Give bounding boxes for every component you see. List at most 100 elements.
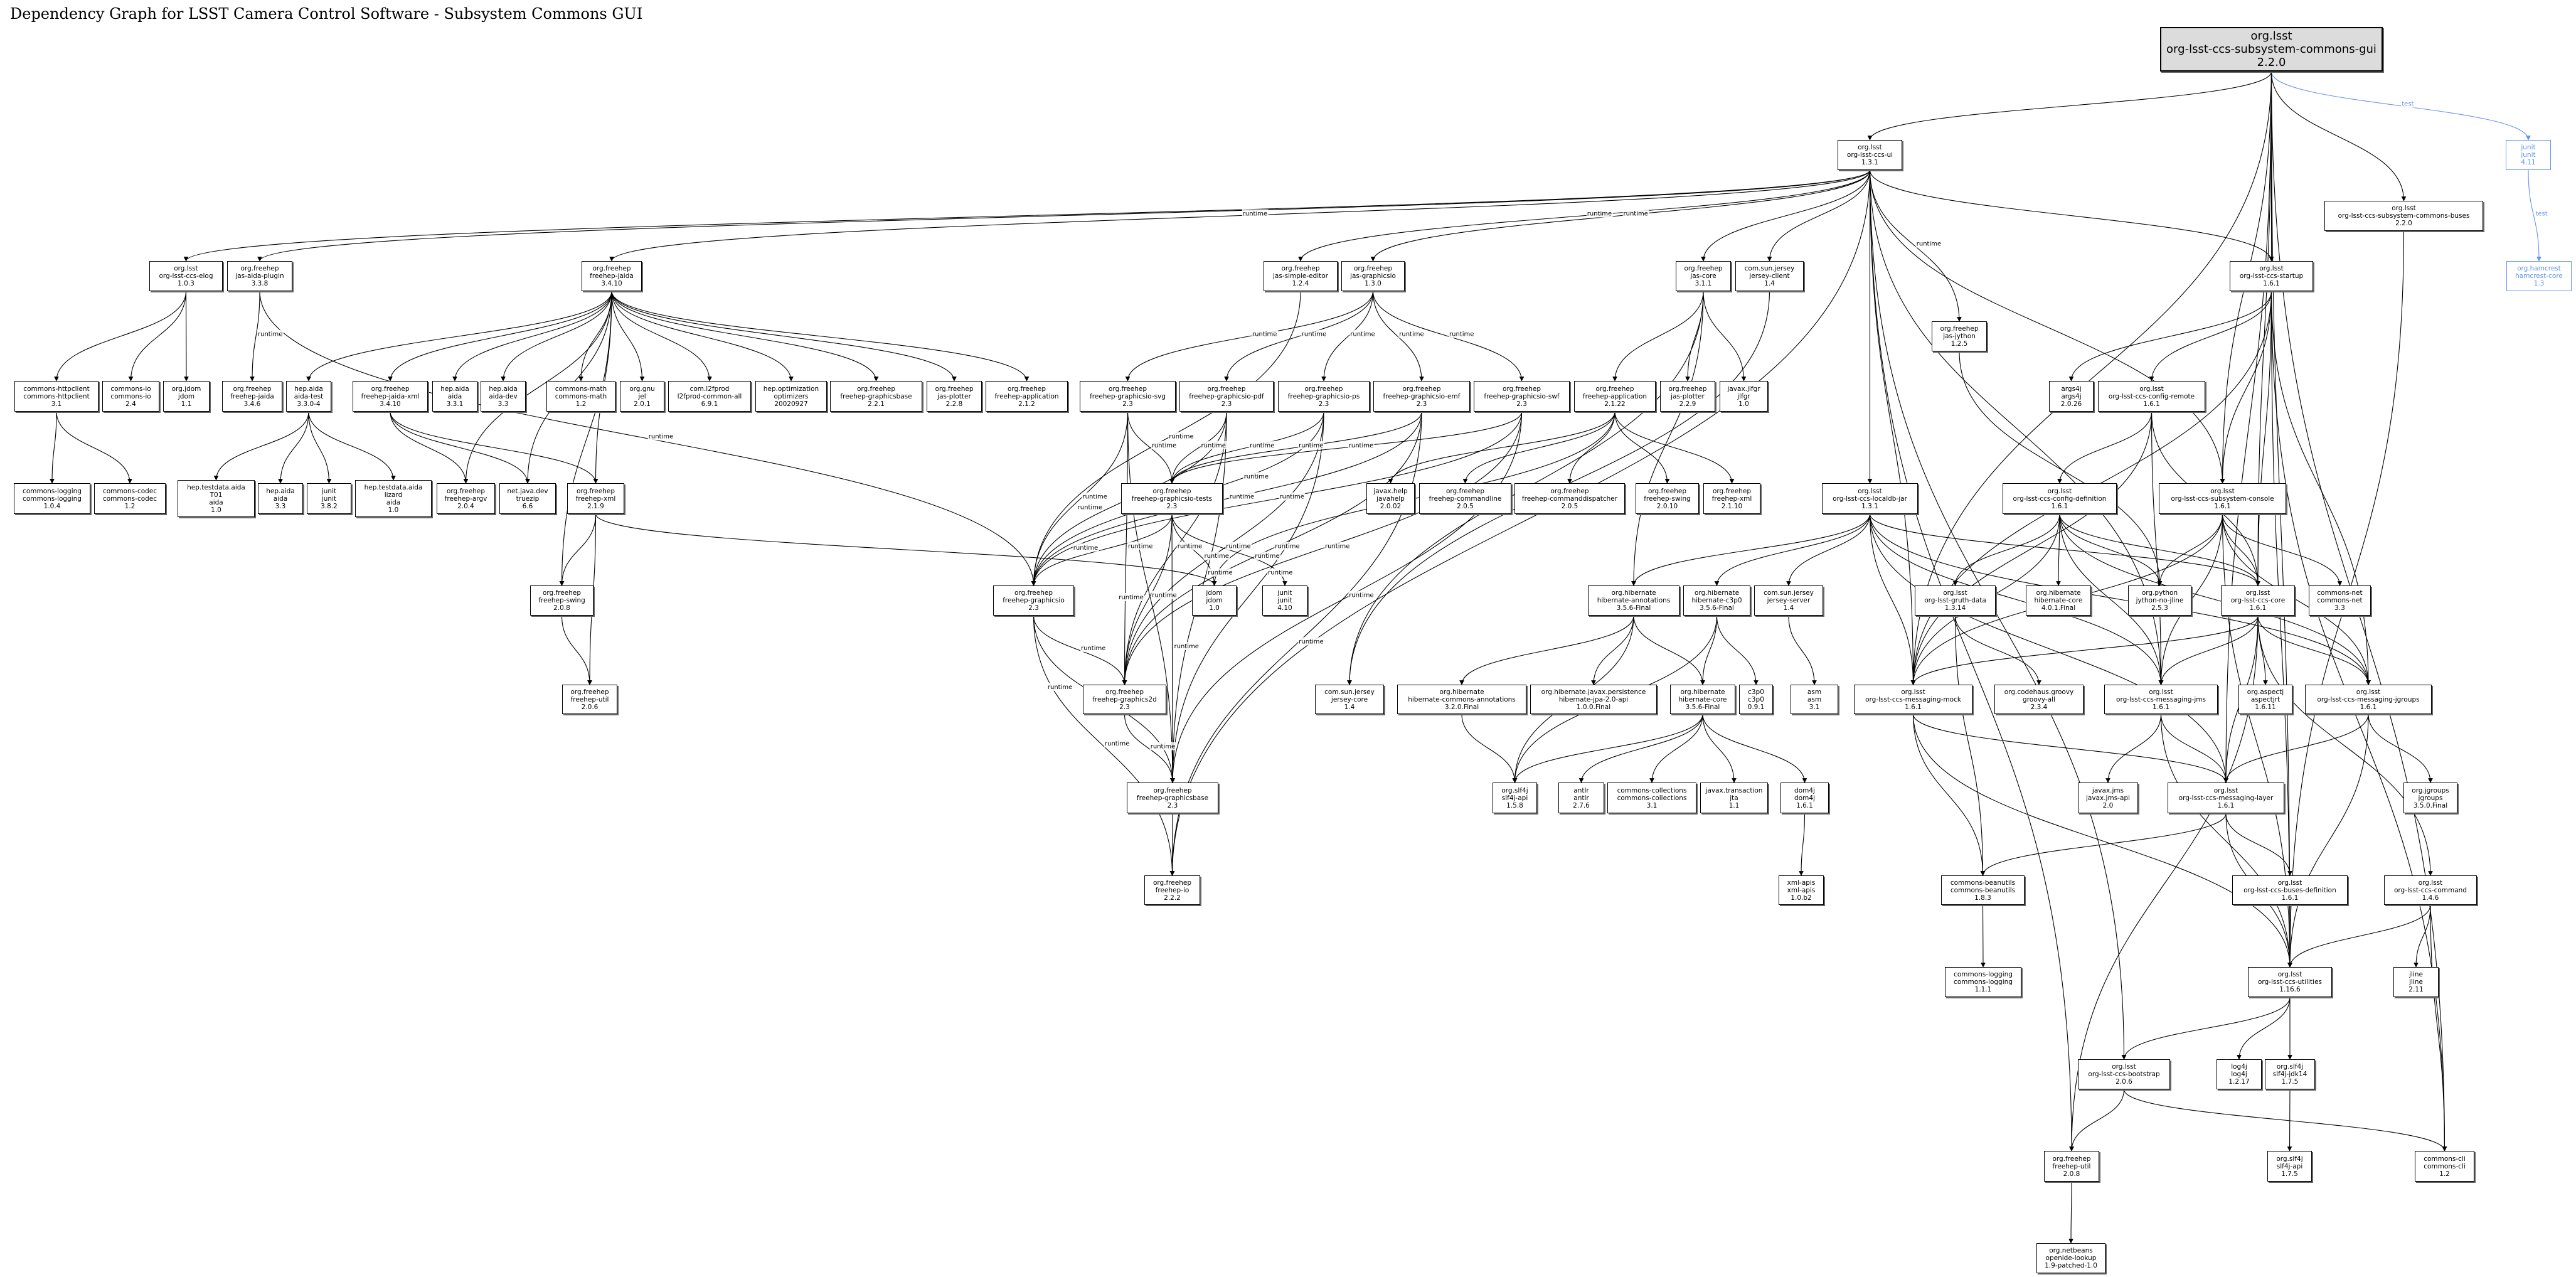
node-console[interactable]: org.lsstorg-lsst-ccs-subsystem-console1.… — [2159, 483, 2286, 514]
node-aida331[interactable]: hep.aidaaida3.3.1 — [432, 381, 477, 412]
node-command[interactable]: org.lsstorg-lsst-ccs-command1.4.6 — [2384, 875, 2477, 905]
node-javahelp[interactable]: javax.helpjavahelp2.0.02 — [1366, 483, 1415, 514]
node-xml2110[interactable]: org.freehepfreehep-xml2.1.10 — [1703, 483, 1760, 514]
node-optim[interactable]: hep.optimizationoptimizers20020927 — [755, 381, 827, 412]
node-jel[interactable]: org.gnujel2.0.1 — [620, 381, 664, 412]
node-cmdline[interactable]: org.freehepfreehep-commandline2.0.5 — [1419, 483, 1511, 514]
node-aspectj[interactable]: org.aspectjaspectjrt1.6.11 — [2238, 685, 2292, 714]
node-pdf[interactable]: org.freehepfreehep-graphicsio-pdf2.3 — [1179, 381, 1274, 412]
node-hcore401[interactable]: org.hibernatehibernate-core4.0.1.Final — [2026, 585, 2091, 616]
node-aida33[interactable]: hep.aidaaida3.3 — [258, 483, 303, 514]
node-clog104[interactable]: commons-loggingcommons-logging1.0.4 — [14, 483, 90, 514]
node-hamcrest[interactable]: org.hamcresthamcrest-core1.3 — [2506, 261, 2572, 291]
node-busdef[interactable]: org.lsstorg-lsst-ccs-buses-definition1.6… — [2232, 875, 2348, 905]
node-cio[interactable]: commons-iocommons-io2.4 — [102, 381, 159, 412]
node-jmsapi[interactable]: javax.jmsjavax.jms-api2.0 — [2078, 783, 2138, 813]
node-argv[interactable]: org.freehepfreehep-argv2.0.4 — [437, 483, 495, 514]
node-jaida346[interactable]: org.freehepfreehep-jaida3.4.6 — [222, 381, 282, 412]
node-hc3p0[interactable]: org.hibernatehibernate-c3p03.5.6-Final — [1683, 585, 1750, 616]
node-localdb[interactable]: org.lsstorg-lsst-ccs-localdb-jar1.3.1 — [1822, 483, 1918, 514]
node-jline[interactable]: jlinejline2.11 — [2393, 967, 2439, 997]
node-openide[interactable]: org.netbeansopenide-lookup1.9-patched-1.… — [2036, 1243, 2105, 1273]
node-util208[interactable]: org.freehepfreehep-util2.0.8 — [2044, 1151, 2099, 1182]
node-jaida3410[interactable]: org.freehepfreehep-jaida3.4.10 — [582, 261, 642, 291]
node-g2d[interactable]: org.freehepfreehep-graphics2d2.3 — [1083, 685, 1166, 714]
node-asm[interactable]: asmasm3.1 — [1791, 685, 1838, 714]
node-app2122[interactable]: org.freehepfreehep-application2.1.22 — [1574, 381, 1656, 412]
node-jdom11[interactable]: org.jdomjdom1.1 — [163, 381, 210, 412]
node-gio[interactable]: org.freehepfreehep-graphicsio2.3 — [993, 585, 1074, 616]
node-ps[interactable]: org.freehepfreehep-graphicsio-ps2.3 — [1278, 381, 1370, 412]
node-c3p0[interactable]: c3p0c3p00.9.1 — [1739, 685, 1773, 714]
node-aidatest[interactable]: hep.aidaaida-test3.3.0-4 — [286, 381, 331, 412]
node-jplot229[interactable]: org.freehepjas-plotter2.2.9 — [1660, 381, 1715, 412]
node-jlfgr[interactable]: javax.jlfgrjlfgr1.0 — [1720, 381, 1768, 412]
node-gbase221[interactable]: org.freehepfreehep-graphicsbase2.2.1 — [830, 381, 922, 412]
node-jython[interactable]: org.pythonjython-no-jline2.5.3 — [2128, 585, 2191, 616]
node-jplot228[interactable]: org.freehepjas-plotter2.2.8 — [927, 381, 982, 412]
node-jserver[interactable]: com.sun.jerseyjersey-server1.4 — [1754, 585, 1823, 616]
node-jdom10[interactable]: jdomjdom1.0 — [1192, 585, 1237, 616]
node-jascore[interactable]: org.freehepjas-core3.1.1 — [1676, 261, 1731, 291]
node-aidadev[interactable]: hep.aidaaida-dev3.3 — [481, 381, 526, 412]
node-jms[interactable]: org.lsstorg-lsst-ccs-messaging-jms1.6.1 — [2104, 685, 2218, 714]
node-t01[interactable]: hep.testdata.aidaT01aida1.0 — [178, 480, 255, 517]
node-codec[interactable]: commons-codeccommons-codec1.2 — [94, 483, 166, 514]
node-jasjy[interactable]: org.freehepjas-jython1.2.5 — [1932, 321, 1987, 351]
node-junit410[interactable]: junitjunit4.10 — [1262, 585, 1307, 616]
node-core[interactable]: org.lsstorg-lsst-ccs-core1.6.1 — [2221, 585, 2295, 616]
node-junit411[interactable]: junitjunit4.11 — [2506, 140, 2551, 170]
node-elog[interactable]: org.lsstorg-lsst-ccs-elog1.0.3 — [149, 261, 223, 291]
node-cmddisp[interactable]: org.freehepfreehep-commanddispatcher2.0.… — [1514, 483, 1625, 514]
node-jcore[interactable]: com.sun.jerseyjersey-core1.4 — [1315, 685, 1384, 714]
node-cli[interactable]: commons-clicommons-cli1.2 — [2415, 1151, 2474, 1182]
node-args4j[interactable]: args4jargs4j2.0.26 — [2049, 381, 2094, 412]
node-io222[interactable]: org.freehepfreehep-io2.2.2 — [1144, 875, 1200, 905]
node-dom4j[interactable]: dom4jdom4j1.6.1 — [1780, 783, 1829, 813]
node-jg350[interactable]: org.jgroupsjgroups3.5.0.Final — [2403, 783, 2457, 813]
node-hannot[interactable]: org.hibernatehibernate-annotations3.5.6-… — [1588, 585, 1679, 616]
node-truezip[interactable]: net.java.devtruezip6.6 — [499, 483, 556, 514]
node-clog111[interactable]: commons-loggingcommons-logging1.1.1 — [1945, 967, 2021, 997]
node-httpclient[interactable]: commons-httpclientcommons-httpclient3.1 — [14, 381, 98, 412]
node-cdef[interactable]: org.lsstorg-lsst-ccs-config-definition1.… — [2003, 483, 2117, 514]
node-l2f[interactable]: com.l2fprodl2fprod-common-all6.9.1 — [668, 381, 751, 412]
node-bootstrap[interactable]: org.lsstorg-lsst-ccs-bootstrap2.0.6 — [2078, 1059, 2170, 1089]
node-jgroups[interactable]: org.lsstorg-lsst-ccs-messaging-jgroups1.… — [2305, 685, 2432, 714]
node-jpa[interactable]: org.hibernate.javax.persistencehibernate… — [1530, 685, 1657, 714]
node-swf[interactable]: org.freehepfreehep-graphicsio-swf2.3 — [1474, 381, 1570, 412]
node-groovy[interactable]: org.codehaus.groovygroovy-all2.3.4 — [1994, 685, 2084, 714]
node-swing208[interactable]: org.freehepfreehep-swing2.0.8 — [530, 585, 593, 616]
node-layer[interactable]: org.lsstorg-lsst-ccs-messaging-layer1.6.… — [2168, 783, 2284, 813]
node-ui[interactable]: org.lsstorg-lsst-ccs-ui1.3.1 — [1838, 140, 1902, 170]
node-jasaida[interactable]: org.freehepjas-aida-plugin3.3.8 — [227, 261, 292, 291]
node-jasse[interactable]: org.freehepjas-simple-editor1.2.4 — [1264, 261, 1338, 291]
node-hcore356[interactable]: org.hibernatehibernate-core3.5.6-Final — [1670, 685, 1735, 714]
node-buses[interactable]: org.lsstorg-lsst-ccs-subsystem-commons-b… — [2324, 201, 2483, 231]
node-util206[interactable]: org.freehepfreehep-util2.0.6 — [562, 685, 617, 714]
node-gruth[interactable]: org.lsstorg-lsst-gruth-data1.3.14 — [1915, 585, 1996, 616]
node-emf[interactable]: org.freehepfreehep-graphicsio-emf2.3 — [1373, 381, 1470, 412]
node-swing2010[interactable]: org.freehepfreehep-swing2.0.10 — [1636, 483, 1699, 514]
node-gtests[interactable]: org.freehepfreehep-graphicsio-tests2.3 — [1121, 483, 1223, 514]
node-antlr[interactable]: antlrantlr2.7.6 — [1558, 783, 1604, 813]
node-gbase23[interactable]: org.freehepfreehep-graphicsbase2.3 — [1127, 783, 1218, 813]
node-beanutils[interactable]: commons-beanutilscommons-beanutils1.8.3 — [1941, 875, 2025, 905]
node-mock[interactable]: org.lsstorg-lsst-ccs-messaging-mock1.6.1 — [1854, 685, 1972, 714]
node-lizard[interactable]: hep.testdata.aidalizardaida1.0 — [355, 480, 432, 517]
node-junit382[interactable]: junitjunit3.8.2 — [307, 483, 351, 514]
node-root[interactable]: org.lsstorg-lsst-ccs-subsystem-commons-g… — [2160, 27, 2383, 72]
node-hca[interactable]: org.hibernatehibernate-commons-annotatio… — [1397, 685, 1526, 714]
node-app212[interactable]: org.freehepfreehep-application2.1.2 — [986, 381, 1068, 412]
node-cmath[interactable]: commons-mathcommons-math1.2 — [546, 381, 615, 412]
node-utilities[interactable]: org.lsstorg-lsst-ccs-utilities1.16.6 — [2248, 967, 2332, 997]
node-jasgio[interactable]: org.freehepjas-graphicsio1.3.0 — [1341, 261, 1405, 291]
node-startup[interactable]: org.lsstorg-lsst-ccs-startup1.6.1 — [2230, 261, 2313, 291]
node-slf158[interactable]: org.slf4jslf4j-api1.5.8 — [1493, 783, 1537, 813]
node-jdk14[interactable]: org.slf4jslf4j-jdk141.7.5 — [2265, 1059, 2315, 1089]
node-log4j[interactable]: log4jlog4j1.2.17 — [2217, 1059, 2262, 1089]
node-cremote[interactable]: org.lsstorg-lsst-ccs-config-remote1.6.1 — [2098, 381, 2205, 412]
node-cnet[interactable]: commons-netcommons-net3.3 — [2309, 585, 2371, 616]
node-jaidaxml[interactable]: org.freehepfreehep-jaida-xml3.4.10 — [353, 381, 428, 412]
node-svg[interactable]: org.freehepfreehep-graphicsio-svg2.3 — [1080, 381, 1176, 412]
